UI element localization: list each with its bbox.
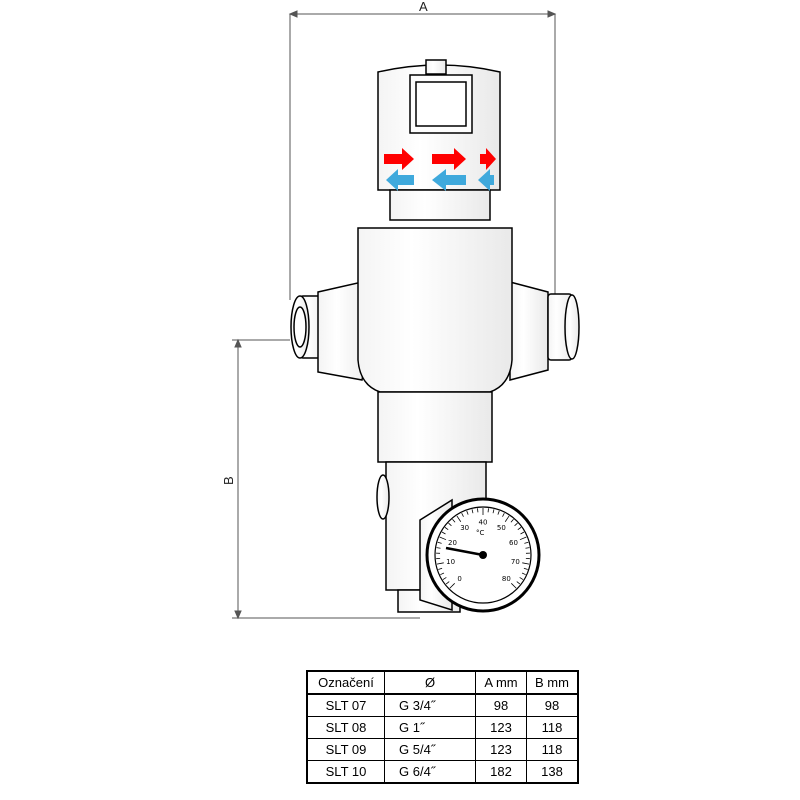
table-row: SLT 10 G 6/4˝ 182 138: [306, 760, 579, 784]
cell-b: 118: [526, 716, 579, 739]
gauge-major-tick: [511, 583, 517, 589]
gauge-minor-tick: [524, 541, 529, 544]
gauge-minor-tick: [445, 581, 450, 585]
cell-designation: SLT 09: [306, 738, 385, 761]
cell-a: 123: [475, 738, 527, 761]
spec-table: Označení Ø A mm B mm SLT 07 G 3/4˝ 98 98…: [306, 670, 579, 784]
dimension-b: [232, 338, 420, 620]
gauge-tick-label: 60: [509, 539, 518, 547]
cell-b: 98: [526, 693, 579, 717]
gauge-major-tick: [504, 515, 510, 522]
gauge-minor-tick: [519, 577, 524, 580]
gauge-unit-label: °C: [476, 529, 485, 537]
gauge-minor-tick: [516, 581, 521, 585]
gauge-minor-tick: [438, 567, 443, 570]
gauge-minor-tick: [441, 531, 446, 535]
gauge-major-tick: [449, 583, 455, 589]
gauge-tick-label: 0: [457, 575, 461, 583]
gauge-tick-label: 50: [497, 524, 506, 532]
gauge-major-tick: [439, 536, 447, 541]
spec-table-header: Označení Ø A mm B mm: [306, 670, 579, 695]
gauge-minor-tick: [466, 510, 469, 515]
table-row: SLT 09 G 5/4˝ 123 118: [306, 738, 579, 761]
gauge-tick-label: 30: [460, 524, 469, 532]
gauge-major-tick: [522, 562, 530, 565]
cell-a: 98: [475, 693, 527, 717]
gauge-minor-tick: [520, 531, 525, 535]
cell-a: 123: [475, 716, 527, 739]
gauge-minor-tick: [521, 572, 526, 576]
gauge-minor-tick: [514, 522, 518, 527]
gauge-major-tick: [436, 562, 444, 565]
cell-diameter: G 1˝: [384, 716, 476, 739]
gauge-minor-tick: [437, 541, 442, 544]
cell-b: 118: [526, 738, 579, 761]
cell-designation: SLT 10: [306, 760, 385, 784]
gauge-minor-tick: [497, 510, 500, 515]
cold-water-arrows: [386, 169, 494, 191]
cell-diameter: G 5/4˝: [384, 738, 476, 761]
cell-designation: SLT 07: [306, 693, 385, 717]
header-b-mm: B mm: [526, 670, 579, 695]
gauge-tick-label: 20: [448, 539, 457, 547]
gauge-minor-tick: [517, 527, 522, 531]
cell-b: 138: [526, 760, 579, 784]
gauge-minor-tick: [510, 519, 514, 523]
gauge-minor-tick: [436, 547, 441, 549]
gauge-minor-tick: [461, 512, 464, 517]
cell-a: 182: [475, 760, 527, 784]
gauge-minor-tick: [452, 519, 456, 523]
gauge-minor-tick: [525, 547, 530, 549]
valve-technical-drawing: A B: [221, 0, 580, 620]
gauge-minor-tick: [492, 509, 495, 514]
gauge-tick-label: 80: [502, 575, 511, 583]
table-row: SLT 08 G 1˝ 123 118: [306, 716, 579, 739]
header-diameter: Ø: [384, 670, 476, 695]
gauge-tick-label: 10: [446, 558, 455, 566]
table-row: SLT 07 G 3/4˝ 98 98: [306, 693, 579, 717]
hot-water-arrows: [384, 148, 496, 170]
header-designation: Označení: [306, 670, 385, 695]
gauge-tick-label: 40: [479, 519, 488, 527]
gauge-minor-tick: [448, 522, 452, 527]
cell-designation: SLT 08: [306, 716, 385, 739]
gauge-minor-tick: [523, 567, 528, 570]
gauge-tick-label: 70: [511, 558, 520, 566]
header-a-mm: A mm: [475, 670, 527, 695]
gauge-major-tick: [456, 515, 462, 522]
dimension-a: [288, 10, 557, 300]
gauge-minor-tick: [442, 577, 447, 580]
gauge-minor-tick: [440, 572, 445, 576]
gauge-minor-tick: [444, 527, 449, 531]
cell-diameter: G 3/4˝: [384, 693, 476, 717]
gauge-minor-tick: [502, 512, 505, 517]
gauge-major-tick: [519, 536, 527, 541]
dimension-a-label: A: [419, 0, 428, 14]
gauge-needle: [445, 546, 484, 557]
gauge-minor-tick: [471, 509, 474, 514]
dimension-b-label: B: [221, 476, 236, 485]
cell-diameter: G 6/4˝: [384, 760, 476, 784]
